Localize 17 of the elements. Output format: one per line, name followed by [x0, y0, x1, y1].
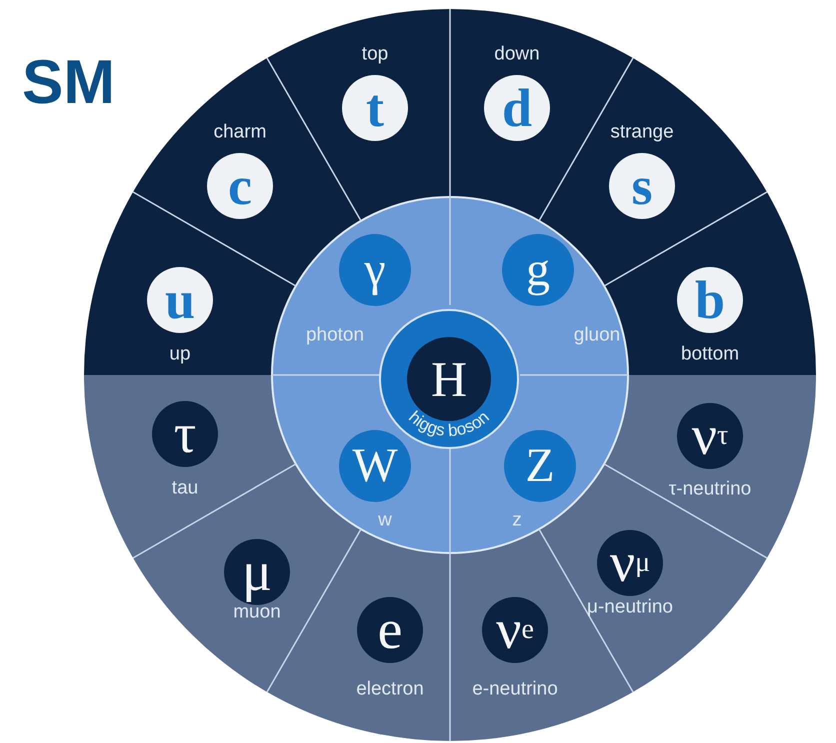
particle-name: e-neutrino [472, 680, 558, 700]
particle-name: tau [172, 478, 198, 500]
particle-name: muon [233, 602, 281, 624]
particle-name: z [512, 510, 522, 532]
particle-name: top [362, 44, 388, 66]
particle-name: μ-neutrino [587, 598, 673, 618]
particle-name: photon [306, 326, 364, 346]
particle-name: up [169, 344, 191, 366]
particle-name: electron [356, 680, 424, 700]
particle-name: w [378, 510, 392, 532]
diagram-title: SM [22, 52, 115, 114]
particle-name: strange [610, 122, 674, 144]
particle-name: τ-neutrino [668, 480, 752, 500]
particle-name: bottom [680, 344, 740, 366]
particle-name: gluon [574, 326, 620, 346]
particle-name: charm [214, 122, 266, 144]
particle-name: down [494, 44, 540, 66]
